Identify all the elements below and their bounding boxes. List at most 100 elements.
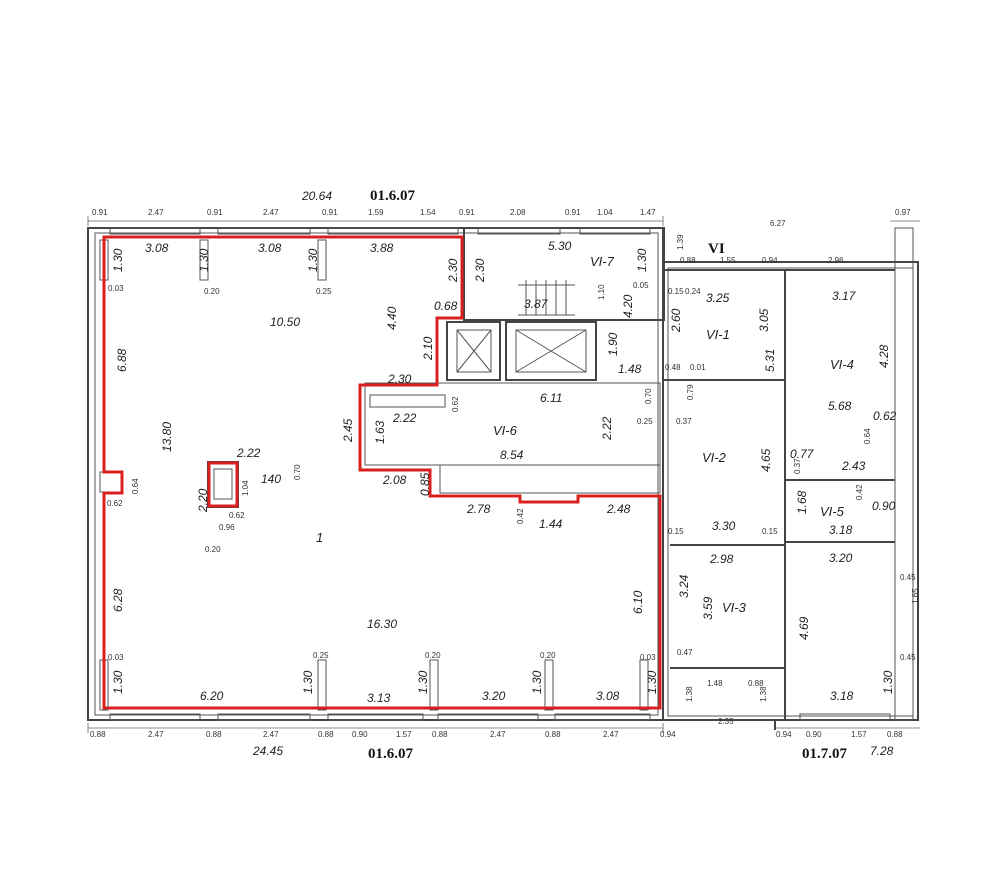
room-dim: 1.39: [676, 234, 685, 250]
room-dim: 0.94: [762, 256, 778, 265]
room-dim: 0.88: [748, 679, 764, 688]
bottom-dim: 0.94: [776, 730, 792, 739]
room-dim: 0.90: [872, 499, 896, 513]
building-walls: [87, 227, 919, 730]
room-dim: 0.85: [418, 472, 432, 496]
room-dim: 0.70: [293, 464, 302, 480]
room-dim: 0.62: [873, 409, 897, 423]
top-dim: 1.59: [368, 208, 384, 217]
room-dim: 1.30: [645, 670, 659, 694]
room-dim: 8.54: [500, 448, 524, 462]
room-dim: 3.87: [524, 297, 549, 311]
room-dim: 0.62: [451, 396, 460, 412]
room-vi2-label: VI-2: [702, 450, 727, 465]
room-dim: 1.48: [618, 362, 642, 376]
top-total-dim: 20.64: [301, 189, 332, 203]
room-dim: 5.68: [828, 399, 852, 413]
bottom-total-dim: 24.45: [252, 744, 283, 758]
top-dim: 2.47: [263, 208, 279, 217]
room-dim: 2.22: [600, 416, 614, 441]
room-dim: 3.20: [829, 551, 853, 565]
room-dim: 0.64: [863, 428, 872, 444]
room-dim: 140: [261, 472, 281, 486]
top-dim: 0.91: [459, 208, 475, 217]
room-dim: 2.22: [236, 446, 261, 460]
room-dim: 3.13: [367, 691, 391, 705]
room-dim: 3.08: [145, 241, 169, 255]
room-dim: 0.15: [762, 527, 778, 536]
room-dim: 1.55: [720, 256, 736, 265]
room-dim: 1.65: [911, 588, 920, 604]
room-dim: 6.88: [115, 348, 129, 372]
bottom-dim: 0.94: [660, 730, 676, 739]
bottom-dim: 0.88: [206, 730, 222, 739]
top-dim: 1.04: [597, 208, 613, 217]
column-outline: [207, 461, 239, 508]
bottom-dim: 0.88: [432, 730, 448, 739]
room-dim: 2.10: [421, 336, 435, 361]
bottom-dim: 2.47: [603, 730, 619, 739]
room-dim: 0.70: [644, 388, 653, 404]
room-dim: 0.20: [425, 651, 441, 660]
room-dim: 0.47: [677, 648, 693, 657]
room-dimensions-vertical: 1.30 1.30 1.30 1.30 2.30 2.30 4.40 1.10 …: [111, 234, 920, 702]
room-dim: 4.28: [877, 344, 891, 368]
top-dim: 0.91: [207, 208, 223, 217]
room-dim: 3.25: [706, 291, 730, 305]
section-mark: VI: [708, 241, 725, 257]
room-dim: 3.08: [258, 241, 282, 255]
top-dim: 0.91: [565, 208, 581, 217]
room-dim: 3.18: [830, 689, 854, 703]
room-dim: 1.30: [301, 670, 315, 694]
room-dim: 0.77: [790, 447, 815, 461]
room-dim: 2.98: [709, 552, 734, 566]
room-dim: 0.62: [107, 499, 123, 508]
room-dim: 2.45: [341, 418, 355, 443]
bottom-dim: 2.47: [263, 730, 279, 739]
right-top-dim: 6.27: [770, 219, 786, 228]
bottom-dim: 1.57: [396, 730, 412, 739]
top-dimension-row: 0.91 2.47 0.91 2.47 0.91 1.59 1.54 0.91 …: [92, 208, 911, 217]
room-dim: 0.96: [219, 523, 235, 532]
room-dim: 2.35: [718, 717, 734, 726]
bottom-dim: 1.57: [851, 730, 867, 739]
top-dim: 0.91: [92, 208, 108, 217]
bottom-dim: 0.88: [90, 730, 106, 739]
room-dim: 1.63: [373, 420, 387, 444]
room-dim: 2.96: [828, 256, 844, 265]
top-dim: 0.91: [322, 208, 338, 217]
room-dim: 0.25: [316, 287, 332, 296]
bottom-dim: 0.88: [887, 730, 903, 739]
room-vi1-label: VI-1: [706, 327, 730, 342]
room-dim: 0.03: [640, 653, 656, 662]
room-dim: 16.30: [367, 617, 397, 631]
top-dim: 0.97: [895, 208, 911, 217]
room-dim: 0.45: [900, 573, 916, 582]
room-dim: 1.30: [306, 248, 320, 272]
room-dim: 0.88: [680, 256, 696, 265]
bottom-axis-label: 01.6.07: [368, 746, 414, 762]
bottom-dim: 0.88: [318, 730, 334, 739]
bottom-right-axis-label: 01.7.07: [802, 746, 848, 762]
room-dim: 1.90: [606, 332, 620, 356]
room-dim: 6.11: [540, 391, 562, 405]
room-dim: 1.68: [795, 490, 809, 514]
room-dim: 1.38: [759, 686, 768, 702]
room-dim: 1.30: [635, 248, 649, 272]
right-total-dim: 7.28: [870, 744, 894, 758]
room-dim: 0.20: [204, 287, 220, 296]
room-dim: 1.30: [111, 670, 125, 694]
room-dim: 6.20: [200, 689, 224, 703]
room-dim: 5.31: [763, 349, 777, 372]
room-dim: 0.15: [668, 287, 684, 296]
room-dim: 4.65: [759, 448, 773, 472]
room-dim: 0.42: [855, 484, 864, 500]
room-dim: 0.37: [793, 458, 802, 474]
room-dim: 1.38: [685, 686, 694, 702]
room-dim: 2.30: [473, 258, 487, 283]
room-dim: 0.03: [108, 653, 124, 662]
room-dim: 2.60: [669, 308, 683, 333]
room-dim: 3.24: [677, 574, 691, 598]
room-main-label: 1: [316, 530, 323, 545]
